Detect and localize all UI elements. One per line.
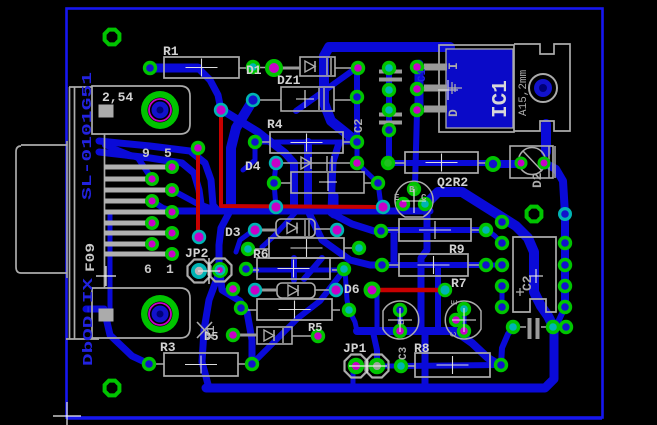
- svg-text:F09: F09: [83, 243, 98, 272]
- svg-text:SL-0101G51: SL-0101G51: [80, 72, 96, 200]
- svg-text:JP2: JP2: [185, 246, 209, 261]
- svg-text:C: C: [449, 331, 459, 337]
- svg-text:C1: C1: [417, 68, 429, 82]
- svg-text:JP1: JP1: [343, 341, 367, 356]
- svg-text:6: 6: [144, 262, 152, 277]
- svg-text:B: B: [397, 319, 407, 325]
- svg-text:D3: D3: [225, 225, 241, 240]
- svg-text:C: C: [421, 193, 427, 203]
- svg-text:B: B: [409, 185, 415, 195]
- svg-text:R7: R7: [451, 276, 467, 291]
- svg-text:R5: R5: [308, 321, 322, 335]
- svg-text:9: 9: [142, 146, 150, 161]
- svg-text:E: E: [394, 193, 400, 203]
- svg-text:R9: R9: [449, 242, 465, 257]
- svg-text:2,54: 2,54: [102, 90, 133, 105]
- svg-text:C3: C3: [398, 346, 410, 360]
- svg-text:D2: D2: [530, 172, 545, 188]
- svg-text:R1: R1: [163, 44, 179, 59]
- svg-text:D4: D4: [245, 159, 261, 174]
- svg-text:R4: R4: [267, 117, 283, 132]
- svg-text:X1: X1: [204, 326, 218, 340]
- svg-text:1: 1: [166, 262, 174, 277]
- svg-text:IC1: IC1: [490, 80, 513, 118]
- svg-text:DbOD-IX: DbOD-IX: [81, 277, 97, 366]
- svg-text:Q2R2: Q2R2: [437, 175, 468, 190]
- svg-text:C2: C2: [352, 119, 366, 133]
- svg-text:R6: R6: [253, 247, 269, 262]
- svg-text:D1: D1: [246, 63, 262, 78]
- svg-text:I: I: [446, 62, 461, 70]
- svg-text:D: D: [446, 109, 461, 117]
- svg-text:E: E: [450, 300, 460, 305]
- svg-text:DZ1: DZ1: [277, 73, 301, 88]
- svg-text:D5: D5: [204, 330, 218, 344]
- svg-text:A15,2mm: A15,2mm: [518, 69, 530, 116]
- svg-text:5: 5: [164, 146, 172, 161]
- svg-text:D6: D6: [344, 282, 360, 297]
- svg-text:R3: R3: [160, 340, 176, 355]
- svg-text:C2: C2: [520, 275, 535, 291]
- svg-text:R8: R8: [414, 341, 430, 356]
